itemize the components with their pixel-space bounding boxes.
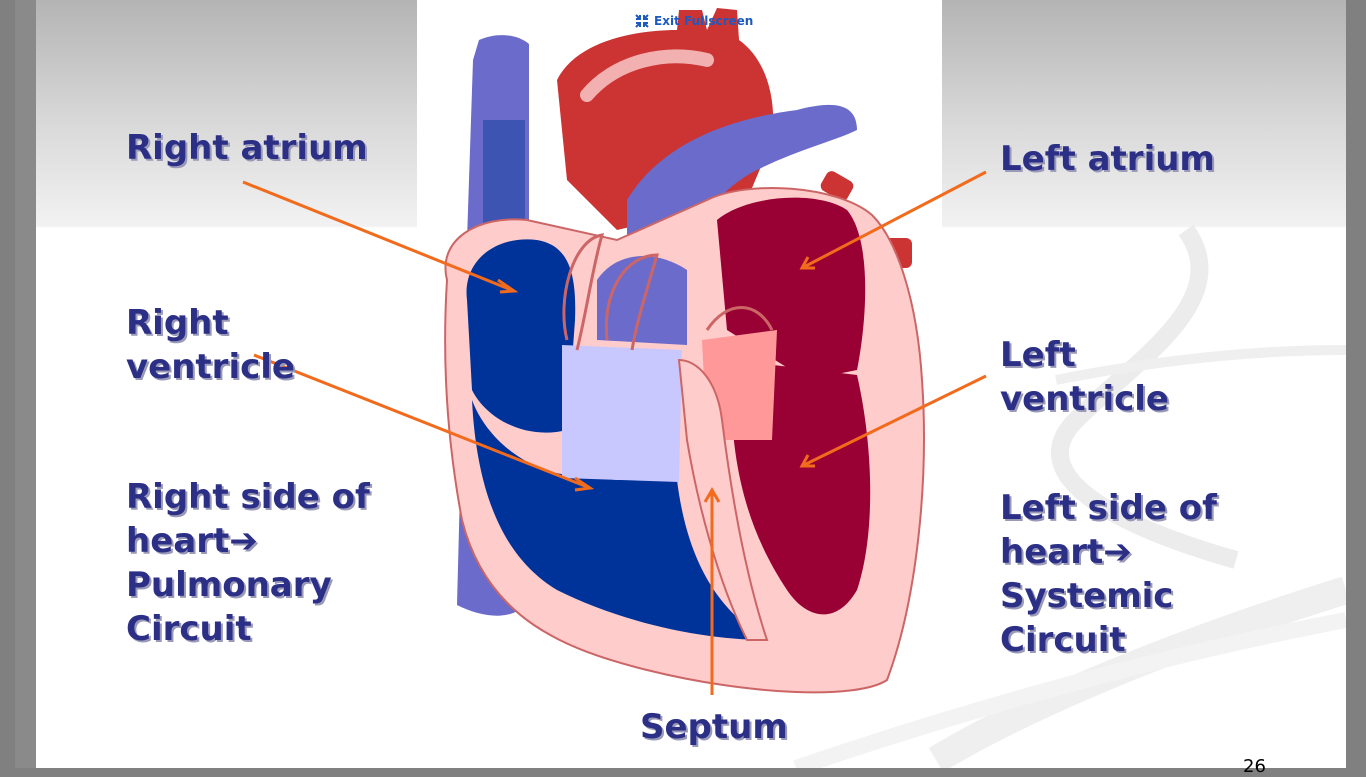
right-atrium-chamber <box>466 239 576 433</box>
label-right-atrium: Right atrium <box>126 128 368 168</box>
left-border-stripe <box>15 0 36 768</box>
exit-fullscreen-label: Exit Fullscreen <box>654 14 754 28</box>
label-left-ventricle: Left ventricle <box>1000 335 1169 419</box>
valve-flap-left <box>562 233 605 351</box>
label-septum: Septum <box>640 707 788 747</box>
tricuspid-region <box>562 345 682 482</box>
right-ventricle-chamber <box>472 400 767 640</box>
exit-fullscreen-button[interactable]: Exit Fullscreen <box>634 12 753 30</box>
collapse-arrows-icon <box>635 14 649 28</box>
aorta-highlight <box>580 49 714 102</box>
label-left-atrium: Left atrium <box>1000 139 1215 179</box>
valve-flap-aortic <box>705 306 774 331</box>
label-right-side: Right side of heart➔ Pulmonary Circuit <box>126 477 370 649</box>
heart-illustration <box>444 8 925 694</box>
slide-page-number: 26 <box>1243 756 1266 777</box>
label-right-ventricle: Right ventricle <box>126 303 295 387</box>
septum-wall <box>677 358 769 641</box>
valve-flap-right <box>604 253 659 351</box>
label-left-side: Left side of heart➔ Systemic Circuit <box>1000 488 1217 660</box>
heart-diagram-panel <box>417 0 942 712</box>
slide-background-swooshes <box>793 224 1346 768</box>
